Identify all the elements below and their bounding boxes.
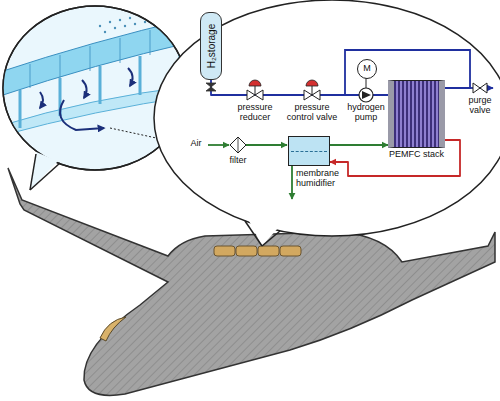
cabin-windows — [214, 246, 301, 256]
component-label: hydrogen pump — [345, 103, 387, 123]
air-pipe — [330, 144, 388, 146]
air-inlet-line — [208, 144, 229, 146]
cockpit-window — [100, 317, 126, 341]
fuel-cell-stack: PEMFC stack — [388, 80, 445, 148]
regulator-dome — [306, 80, 318, 86]
tank-valve-symbol — [206, 83, 216, 91]
humidifier-box: membrane humidifier — [288, 136, 330, 166]
component-label: pressure control valve — [281, 103, 343, 123]
motor-circle: M — [357, 59, 377, 79]
valve-symbol — [247, 90, 263, 100]
inlet-label: Air — [185, 139, 207, 149]
component-label: filter — [223, 156, 253, 166]
tank-label: H₂storage — [206, 24, 217, 68]
air-line — [246, 144, 287, 146]
purge-valve-symbol — [473, 83, 487, 93]
regulator-dome — [249, 80, 261, 86]
component-label: pressure reducer — [233, 103, 277, 123]
storage-tank: H₂storage — [200, 12, 222, 80]
exhaust-line — [291, 166, 293, 199]
humidifier-label: membrane humidifier — [296, 169, 342, 189]
membrane-line — [291, 151, 327, 152]
motor-label: M — [358, 60, 376, 78]
callout-bubble — [154, 0, 500, 236]
filter-symbol — [230, 137, 246, 153]
pump-symbol — [359, 88, 373, 102]
callout-tail — [30, 152, 58, 190]
valve-symbol — [304, 90, 320, 100]
stack-label: PEMFC stack — [389, 150, 444, 160]
component-label: purge valve — [465, 96, 495, 116]
